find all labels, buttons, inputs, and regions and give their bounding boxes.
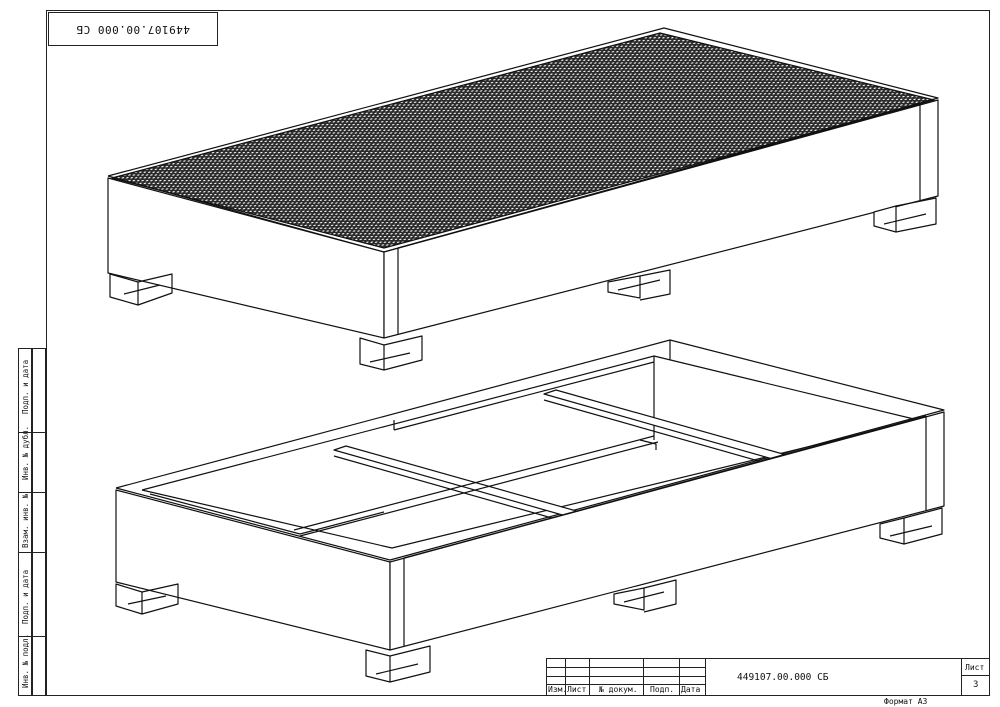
format-label: Формат А3: [884, 697, 928, 706]
bottom-tray-front-face: [116, 490, 390, 650]
bottom-tray-feet: [116, 508, 942, 682]
side-stamp-value-col: [32, 348, 46, 696]
side-stamp: Подп. и дата Инв. № дубл. Взам. инв. № П…: [18, 348, 46, 696]
top-code-box: 449107.00.000 СБ: [48, 12, 218, 46]
side-stamp-label-col: [18, 348, 32, 696]
bottom-tray-right-face: [390, 412, 944, 650]
top-tray-rim: [108, 28, 938, 252]
header-date: Дата: [681, 685, 701, 694]
top-tray-right-face: [384, 100, 938, 338]
header-change: Изм.: [548, 685, 568, 694]
header-sheet: Лист: [567, 685, 587, 694]
top-tray: [108, 28, 938, 370]
top-tray-grating: [112, 33, 934, 248]
bottom-tray-rim: [116, 340, 944, 560]
sheet-number: 3: [973, 680, 979, 690]
top-tray-feet: [110, 198, 936, 370]
sheet-label: Лист: [965, 663, 985, 672]
header-doc-number: № докум.: [599, 685, 638, 694]
title-block: Изм. Лист № докум. Подп. Дата 449107.00.…: [546, 658, 990, 696]
header-signature: Подп.: [650, 685, 675, 694]
drawing-frame: [46, 10, 990, 696]
bottom-tray: [116, 340, 944, 682]
title-designation: 449107.00.000 СБ: [737, 672, 829, 683]
